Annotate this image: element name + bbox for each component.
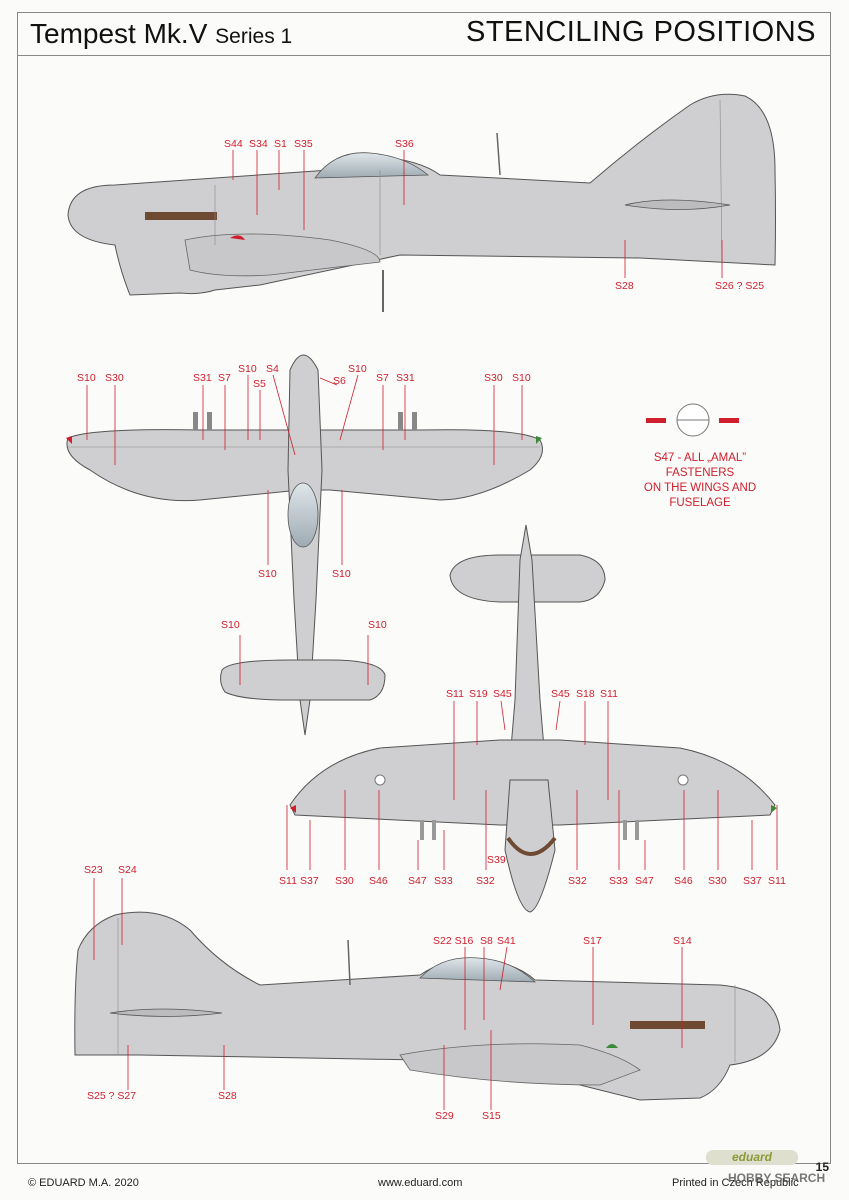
label-s25-s27: S25 ? S27: [87, 1090, 136, 1102]
plan-view-lower: [286, 524, 778, 913]
label-s29: S29: [435, 1110, 454, 1122]
label-s22-s16: S22 S16: [433, 935, 473, 947]
title-series: Series 1: [215, 25, 293, 48]
label-s34: S34: [249, 138, 268, 150]
label-s30-a: S30: [105, 372, 124, 384]
label-s44: S44: [224, 138, 243, 150]
label-s26-s25: S26 ? S25: [715, 280, 764, 292]
label-s30-d: S30: [708, 875, 727, 887]
label-s10-d: S10: [512, 372, 531, 384]
label-s10-a: S10: [77, 372, 96, 384]
label-s24: S24: [118, 864, 137, 876]
title-main: Tempest Mk.V: [30, 18, 208, 49]
label-s33-a: S33: [434, 875, 453, 887]
page-title: Tempest Mk.V Series 1: [30, 18, 292, 50]
label-s41: S41: [497, 935, 516, 947]
label-s11-d: S11: [768, 875, 786, 887]
label-s31-a: S31: [193, 372, 212, 384]
note-line-3: ON THE WINGS AND: [643, 482, 757, 494]
label-s11-b: S11: [600, 688, 618, 700]
side-profile-right: [67, 93, 776, 312]
section-title: STENCILING POSITIONS: [466, 16, 816, 48]
label-s7-b: S7: [376, 372, 389, 384]
label-s18: S18: [576, 688, 595, 700]
website: www.eduard.com: [378, 1177, 463, 1189]
fastener-note: S47 - ALL „AMAL” FASTENERS ON THE WINGS …: [610, 451, 790, 511]
label-s45-a: S45: [493, 688, 512, 700]
label-s7-a: S7: [218, 372, 231, 384]
label-s5: S5: [253, 378, 266, 390]
label-s4: S4: [266, 363, 279, 375]
label-s14: S14: [673, 935, 692, 947]
header-divider: [17, 55, 831, 56]
label-s8: S8: [480, 935, 493, 947]
eduard-logo: eduard: [706, 1150, 798, 1165]
label-s30-c: S30: [335, 875, 354, 887]
page-number: 15: [815, 1160, 829, 1174]
label-s11-a: S11: [446, 688, 464, 700]
label-s35: S35: [294, 138, 313, 150]
label-s32-b: S32: [568, 875, 587, 887]
printed-in: Printed in Czech Republic: [672, 1177, 799, 1189]
label-s32-a: S32: [476, 875, 495, 887]
label-s10-c: S10: [348, 363, 367, 375]
label-s10-e: S10: [258, 568, 277, 580]
label-s31-b: S31: [396, 372, 415, 384]
label-s37-b: S37: [743, 875, 762, 887]
label-s36: S36: [395, 138, 414, 150]
label-s6: S6: [333, 375, 346, 387]
label-s47-a: S47: [408, 875, 427, 887]
label-s37-a: S37: [300, 875, 319, 887]
label-s17: S17: [583, 935, 602, 947]
label-s11-c: S11: [279, 875, 297, 887]
plan-view-upper: [66, 354, 543, 736]
label-s30-b: S30: [484, 372, 503, 384]
label-s10-f: S10: [332, 568, 351, 580]
label-s19: S19: [469, 688, 488, 700]
label-s10-g: S10: [221, 619, 240, 631]
note-line-4: FUSELAGE: [669, 497, 731, 509]
side-profile-left: [74, 878, 781, 1110]
label-s15: S15: [482, 1110, 501, 1122]
label-s47-b: S47: [635, 875, 654, 887]
page-frame: [17, 12, 831, 1164]
note-line-1: S47 - ALL „AMAL”: [653, 452, 747, 464]
fastener-symbol: [646, 403, 739, 437]
note-line-2: FASTENERS: [665, 467, 735, 479]
label-s45-b: S45: [551, 688, 570, 700]
label-s28-b: S28: [218, 1090, 237, 1102]
watermark: HOBBY SEARCH: [728, 1171, 826, 1185]
label-s28: S28: [615, 280, 634, 292]
label-s23: S23: [84, 864, 103, 876]
copyright: © EDUARD M.A. 2020: [28, 1177, 139, 1189]
label-s1: S1: [274, 138, 287, 150]
label-s39: S39: [487, 854, 506, 866]
label-s10-b: S10: [238, 363, 257, 375]
label-s46-a: S46: [369, 875, 388, 887]
label-s46-b: S46: [674, 875, 693, 887]
label-s33-b: S33: [609, 875, 628, 887]
label-s10-h: S10: [368, 619, 387, 631]
